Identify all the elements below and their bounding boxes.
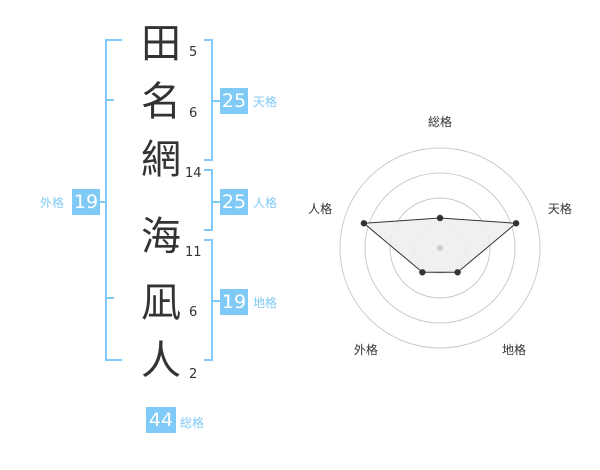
name-char-1: 田 — [141, 21, 181, 67]
radar-axis-label-2: 天格 — [548, 201, 572, 216]
stroke-count-4: 11 — [185, 245, 202, 260]
gaikaku-bracket — [105, 39, 122, 361]
radar-point-3 — [454, 269, 461, 276]
name-char-5: 凪 — [141, 280, 181, 326]
name-char-4: 海 — [141, 214, 181, 260]
radar-point-5 — [360, 220, 368, 227]
tenkaku-value-badge: 25 — [220, 88, 248, 114]
tenkaku-label: 天格 — [253, 95, 278, 109]
radar-axis-label-4: 外格 — [354, 342, 378, 357]
radar-ring-3 — [364, 172, 516, 324]
stroke-count-3: 14 — [185, 166, 202, 181]
radar-ring-4 — [339, 147, 541, 349]
jinkaku-label: 人格 — [253, 196, 278, 210]
name-char-3: 網 — [141, 137, 181, 183]
soukaku-value-badge: 44 — [146, 407, 176, 433]
radar-axis-label-3: 地格 — [502, 342, 526, 357]
name-char-6: 人 — [141, 338, 181, 384]
radar-point-1 — [436, 214, 444, 222]
soukaku-label: 総格 — [180, 416, 205, 430]
radar-point-4 — [419, 269, 426, 276]
chikaku-label: 地格 — [253, 296, 278, 310]
gaikaku-value-badge: 19 — [72, 189, 100, 215]
stroke-count-6: 2 — [189, 367, 198, 382]
jinkaku-bracket — [204, 169, 213, 231]
chikaku-value-badge: 19 — [220, 289, 248, 315]
stroke-count-1: 5 — [189, 45, 198, 60]
radar-axis-label-5: 人格 — [308, 201, 332, 216]
stroke-count-5: 6 — [189, 305, 198, 320]
radar-ring-2 — [389, 197, 491, 299]
stroke-count-2: 6 — [189, 106, 198, 121]
name-char-2: 名 — [141, 79, 181, 125]
gaikaku-label: 外格 — [40, 196, 65, 210]
jinkaku-value-badge: 25 — [220, 189, 248, 215]
radar-center-point — [437, 245, 443, 251]
radar-point-2 — [512, 220, 520, 227]
radar-axis-label-1: 総格 — [428, 114, 452, 129]
